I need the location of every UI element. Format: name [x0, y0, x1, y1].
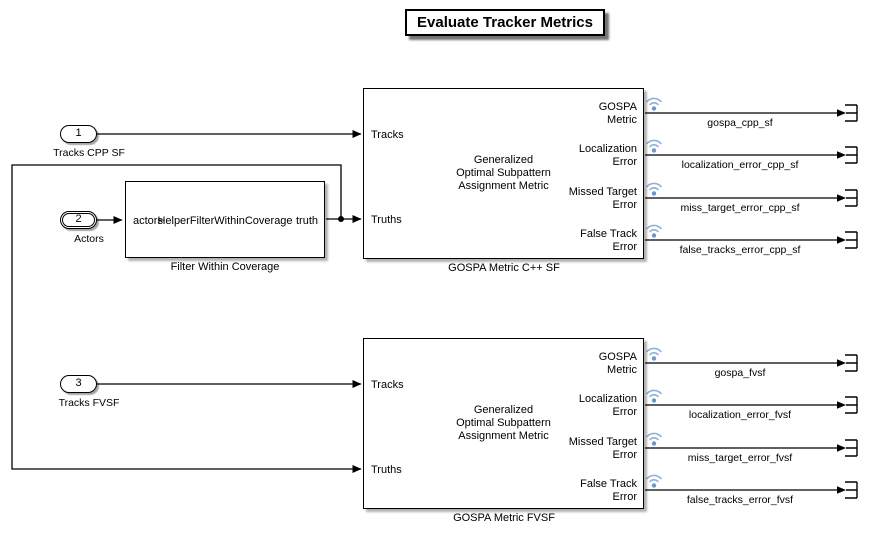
inport-3-label[interactable]: Tracks FVSF — [58, 397, 120, 409]
out-bus-element-icon[interactable] — [844, 146, 858, 164]
out-bus-element-icon[interactable] — [844, 481, 858, 499]
signal-label-localization-error-fvsf[interactable]: localization_error_fvsf — [688, 409, 792, 421]
filter-input-port-label: actors — [133, 215, 163, 227]
signal-label-false-tracks-error-cpp-sf[interactable]: false_tracks_error_cpp_sf — [679, 244, 801, 256]
inport-2[interactable]: 2 — [60, 211, 97, 229]
wire-gospa-fvsf[interactable] — [644, 358, 847, 368]
wifi-signal-icon[interactable] — [646, 432, 662, 447]
diagram-title-text: Evaluate Tracker Metrics — [417, 14, 593, 31]
out-bus-element-icon[interactable] — [844, 439, 858, 457]
wire-miss-target-error-fvsf[interactable] — [644, 443, 847, 453]
out-bus-element-icon[interactable] — [844, 231, 858, 249]
wire-gospa-cpp-sf[interactable] — [644, 108, 847, 118]
gospa-metric-cpp-sf-block[interactable]: Tracks Truths Generalized Optimal Subpat… — [363, 88, 644, 259]
wire-false-tracks-error-fvsf[interactable] — [644, 485, 847, 495]
filter-within-coverage-block[interactable]: actors HelperFilterWithinCoverage truth — [125, 181, 325, 258]
filter-block-name[interactable]: Filter Within Coverage — [170, 261, 280, 273]
filter-output-port-label: truth — [295, 215, 318, 227]
diagram-title: Evaluate Tracker Metrics — [405, 9, 605, 36]
gospa1-input-tracks: Tracks — [371, 129, 404, 141]
wire-false-tracks-error-cpp-sf[interactable] — [644, 235, 847, 245]
wifi-signal-icon[interactable] — [646, 474, 662, 489]
gospa2-input-truths: Truths — [371, 464, 402, 476]
gospa2-input-tracks: Tracks — [371, 379, 404, 391]
wire-truth-to-gospa2[interactable] — [11, 164, 362, 473]
out-bus-element-icon[interactable] — [844, 396, 858, 414]
signal-label-miss-target-error-cpp-sf[interactable]: miss_target_error_cpp_sf — [680, 202, 800, 214]
wifi-signal-icon[interactable] — [646, 389, 662, 404]
out-bus-element-icon[interactable] — [844, 189, 858, 207]
signal-label-false-tracks-error-fvsf[interactable]: false_tracks_error_fvsf — [686, 494, 794, 506]
gospa1-block-name[interactable]: GOSPA Metric C++ SF — [448, 262, 560, 274]
out-bus-element-icon[interactable] — [844, 104, 858, 122]
wire-localization-error-fvsf[interactable] — [644, 400, 847, 410]
wire-miss-target-error-cpp-sf[interactable] — [644, 193, 847, 203]
wire-branch-dot — [338, 216, 344, 222]
inport-2-inner-outline — [62, 213, 95, 227]
inport-2-number: 2 — [75, 213, 82, 225]
filter-body-text: HelperFilterWithinCoverage — [157, 215, 293, 227]
gospa1-body-text: Generalized Optimal Subpattern Assignmen… — [456, 154, 551, 192]
gospa2-block-name[interactable]: GOSPA Metric FVSF — [453, 512, 555, 524]
signal-label-gospa-fvsf[interactable]: gospa_fvsf — [714, 367, 766, 379]
signal-label-gospa-cpp-sf[interactable]: gospa_cpp_sf — [707, 117, 773, 129]
wifi-signal-icon[interactable] — [646, 97, 662, 112]
signal-label-localization-error-cpp-sf[interactable]: localization_error_cpp_sf — [681, 159, 799, 171]
wifi-signal-icon[interactable] — [646, 224, 662, 239]
inport-3-number: 3 — [75, 377, 82, 389]
wifi-signal-icon[interactable] — [646, 139, 662, 154]
wifi-signal-icon[interactable] — [646, 347, 662, 362]
gospa2-body-text: Generalized Optimal Subpattern Assignmen… — [456, 404, 551, 442]
inport-2-label[interactable]: Actors — [74, 233, 104, 245]
wire-localization-error-cpp-sf[interactable] — [644, 150, 847, 160]
gospa-metric-fvsf-block[interactable]: Tracks Truths Generalized Optimal Subpat… — [363, 338, 644, 509]
inport-1-number: 1 — [75, 127, 82, 139]
wifi-signal-icon[interactable] — [646, 182, 662, 197]
out-bus-element-icon[interactable] — [844, 354, 858, 372]
inport-3[interactable]: 3 — [60, 375, 97, 393]
gospa1-input-truths: Truths — [371, 214, 402, 226]
inport-1[interactable]: 1 — [60, 125, 97, 143]
signal-label-miss-target-error-fvsf[interactable]: miss_target_error_fvsf — [687, 452, 793, 464]
inport-1-label[interactable]: Tracks CPP SF — [53, 147, 125, 159]
